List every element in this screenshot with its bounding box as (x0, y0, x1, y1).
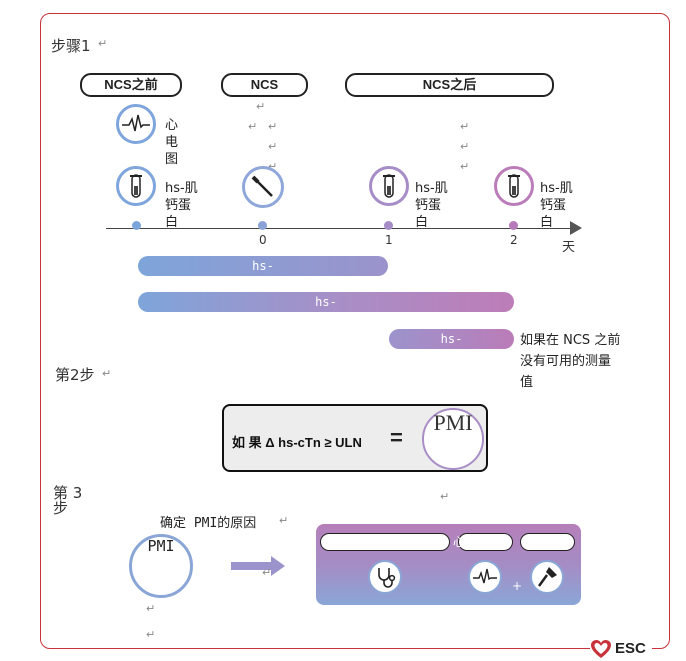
hs-troponin-label: hs-肌 钙蛋 白 (540, 181, 573, 230)
pmi-circle: PMI (422, 408, 484, 470)
ecg-label: 心 电 图 (165, 118, 179, 167)
arrow-right-icon (231, 556, 285, 576)
esc-logo: ESC (590, 638, 652, 660)
ultrasound-circle (530, 560, 564, 594)
pmi-circle: PMI (129, 534, 193, 598)
arrow-right-icon (570, 221, 582, 235)
ecg-icon (122, 114, 150, 132)
return-mark: ↵ (460, 160, 470, 173)
timeline-dot (509, 221, 518, 230)
blood-tube-circle (116, 166, 156, 206)
clinical-assessment-pill: 临床评估 (320, 533, 450, 551)
return-mark: ↵ (98, 37, 108, 50)
return-mark: ↵ (279, 514, 289, 527)
pill-before-ncs: NCS之前 (80, 73, 182, 97)
measurement-bar-0-1: hs- (138, 256, 388, 276)
return-mark: ↵ (256, 100, 266, 113)
stethoscope-circle (368, 560, 402, 594)
esc-logo-text: ESC (615, 640, 646, 657)
return-mark: ↵ (268, 120, 278, 133)
return-mark: ↵ (248, 120, 258, 133)
timeline-dot (258, 221, 267, 230)
step2-label: 第2步 (55, 366, 95, 384)
equals-sign: = (390, 425, 403, 450)
return-mark: ↵ (268, 140, 278, 153)
ecg-circle (116, 104, 156, 144)
step1-label: 步骤1 (51, 37, 91, 55)
heart-logo-icon (591, 640, 611, 658)
tick-label-1: 1 (385, 233, 393, 247)
return-mark: ↵ (146, 602, 156, 615)
return-mark: ↵ (440, 490, 450, 503)
unit-label-days: 天 (562, 240, 576, 255)
surgery-circle (242, 166, 284, 208)
ecg-icon (473, 568, 497, 584)
tick-label-2: 2 (510, 233, 518, 247)
return-mark: ↵ (460, 120, 470, 133)
delta-troponin-formula: 如 果 Δ hs-cTn ≥ ULN (232, 435, 362, 450)
measurement-bar-0-2: hs- (138, 292, 514, 312)
timeline-dot (384, 221, 393, 230)
figure-frame (40, 13, 670, 649)
hs-troponin-label: hs-肌 钙蛋 白 (415, 181, 448, 230)
pill-after-ncs: NCS之后 (345, 73, 554, 97)
timeline-dot (132, 221, 141, 230)
determine-cause-caption: 确定 PMI的原因 (160, 516, 257, 531)
plus-sign: + (512, 579, 523, 593)
return-mark: ↵ (262, 566, 272, 579)
pmi-definition-box: 如 果 Δ hs-cTn ≥ ULN = PMI (222, 404, 488, 472)
pmi-text: PMI (433, 410, 473, 435)
pmi-text: PMI (147, 537, 175, 555)
ecg-circle (468, 560, 502, 594)
step3-label: 第 3 步 (53, 484, 83, 517)
diagnostic-workup-card: 临床评估 心电图 + (316, 524, 581, 605)
imaging-pill (520, 533, 575, 551)
blood-tube-circle-day2 (494, 166, 534, 206)
ultrasound-probe-icon (537, 567, 557, 587)
measurement-bar-1-2: hs- (389, 329, 514, 349)
return-mark: ↵ (268, 160, 278, 173)
tick-label-0: 0 (259, 233, 267, 247)
scalpel-icon (251, 175, 273, 197)
hs-troponin-label: hs-肌 钙蛋 白 (165, 181, 198, 230)
note-no-baseline: 如果在 NCS 之前 没有可用的测量 值 (520, 333, 621, 390)
test-tube-icon (383, 174, 395, 198)
pill-ncs: NCS (221, 73, 308, 97)
test-tube-icon (508, 174, 520, 198)
ecg-pill: 心电图 (453, 533, 513, 551)
test-tube-icon (130, 174, 142, 198)
return-mark: ↵ (146, 628, 156, 641)
return-mark: ↵ (460, 140, 470, 153)
timeline-axis (106, 228, 572, 229)
blood-tube-circle-day1 (369, 166, 409, 206)
return-mark: ↵ (102, 367, 112, 380)
stethoscope-icon (378, 568, 396, 588)
